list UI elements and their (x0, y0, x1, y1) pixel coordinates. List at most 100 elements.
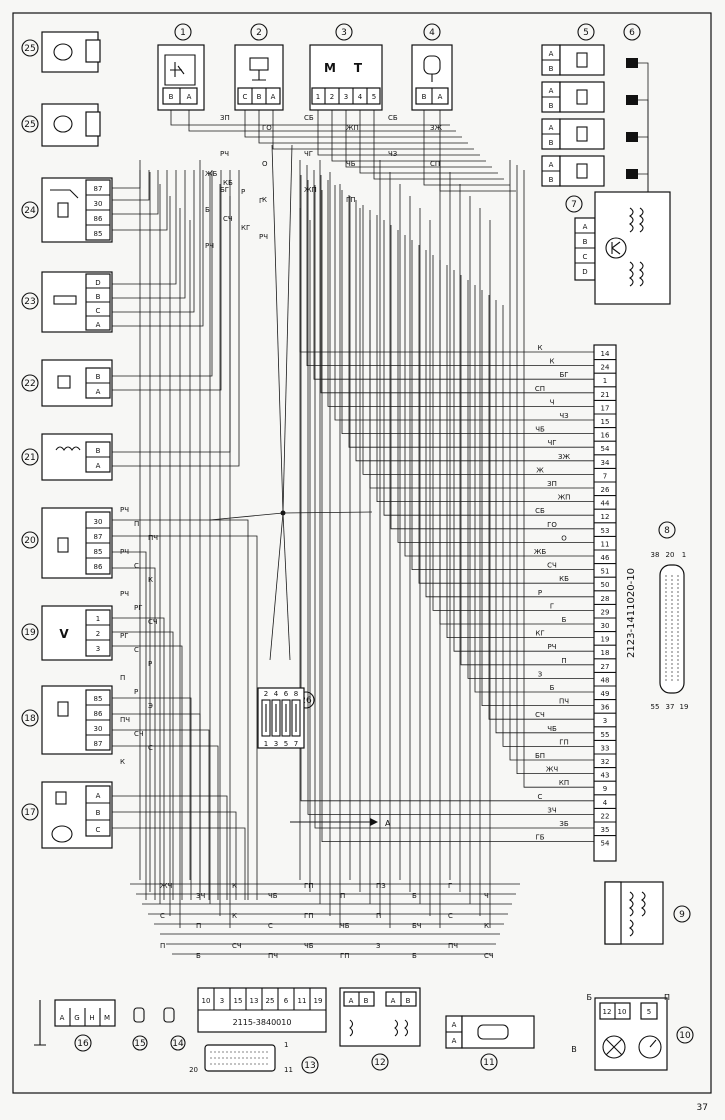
ecu-pin-label: 36 (601, 704, 610, 712)
top-wire (258, 104, 468, 144)
fuse-pin-label: 2 (264, 690, 268, 698)
ecu-pin-label: 51 (601, 568, 610, 576)
svg-text:2: 2 (330, 93, 334, 101)
ecu-pin-label: 34 (601, 459, 610, 467)
svg-text:87: 87 (94, 185, 103, 193)
component-15: 15 (132, 1007, 148, 1051)
wire-color-label: ЖЧ (546, 766, 559, 774)
ecu-pin-label: 53 (601, 527, 610, 535)
svg-text:В: В (96, 809, 101, 817)
wire-color-label: РЧ (120, 506, 129, 514)
svg-text:7: 7 (571, 200, 577, 210)
wire-color-label: ЖП (558, 494, 571, 502)
wire-harness: ККБГСПЧЧЗЧБЧГЗЖЖЗПЖПСБГООЖБСЧКБРГБКГРЧПЗ… (112, 104, 594, 960)
svg-text:24: 24 (24, 206, 36, 216)
wire-color-label: К (232, 912, 237, 920)
svg-text:1: 1 (284, 1041, 288, 1049)
wire-color-label: Б (550, 684, 555, 692)
component-17: 17 А В С (21, 781, 113, 849)
left-wire (112, 170, 195, 313)
wire-color-label: С (148, 744, 153, 752)
ecu-wire (432, 255, 594, 611)
ecu-pin-label: 28 (601, 595, 610, 603)
ecu-wire (481, 290, 594, 706)
svg-text:A: A (60, 1014, 65, 1022)
svg-text:18: 18 (24, 714, 36, 724)
wire-color-label: БЧ (412, 922, 422, 930)
relay-block-pin-label: 19 (314, 997, 323, 1005)
wire-color-label: СЧ (148, 618, 158, 626)
injector-pin-label: А (549, 87, 554, 95)
svg-text:А: А (349, 997, 354, 1005)
splice-wire (269, 512, 284, 661)
wire-color-label: СЧ (535, 711, 545, 719)
splice-wire (282, 511, 373, 514)
component-16: 16 A G H M (34, 999, 116, 1052)
wire-color-label: Б (205, 206, 210, 214)
wire-color-label: СЧ (223, 215, 233, 223)
left-wire (112, 170, 240, 467)
ecu-wire (307, 180, 594, 815)
component-24-relay: 24 87 30 86 85 (21, 177, 113, 243)
ecu-wire (467, 280, 594, 679)
ecu-pin-label: 54 (601, 445, 610, 453)
wire-color-label: ГП (304, 882, 314, 890)
injector-pin-label: А (549, 124, 554, 132)
left-wire (112, 170, 186, 299)
svg-text:85: 85 (94, 548, 103, 556)
top-wire (170, 104, 450, 126)
wire-color-label: ЧБ (340, 922, 350, 930)
ecu-wire (488, 295, 594, 720)
ecu-pin-label: 11 (601, 540, 610, 548)
top-wire (423, 104, 510, 186)
component-14: 14 (163, 1007, 186, 1051)
wire-color-label: К (550, 358, 555, 366)
ecu-wire (321, 190, 594, 842)
wire-color-label: РЧ (220, 150, 229, 158)
svg-text:П: П (664, 993, 670, 1002)
ecu-pin-label: 7 (603, 472, 607, 480)
wire-color-label: ЗЖ (558, 453, 570, 461)
wire-color-label: Б (562, 616, 567, 624)
wire-color-label: КБ (223, 179, 233, 187)
ecu-pin-label: 33 (601, 744, 610, 752)
wire-color-label: К (120, 758, 125, 766)
wire-color-label: КБ (559, 575, 569, 583)
wire-color-label: СБ (388, 114, 398, 122)
svg-text:H: H (89, 1014, 94, 1022)
svg-text:30: 30 (94, 725, 103, 733)
left-wire (112, 551, 147, 900)
component-18-relay: 18 85 86 30 87 (21, 685, 113, 755)
fuse-pin-label: 7 (294, 740, 298, 748)
svg-text:86: 86 (94, 563, 103, 571)
left-wire (112, 745, 219, 900)
svg-text:30: 30 (94, 518, 103, 526)
left-wire (112, 827, 246, 900)
wire-color-label: ЧЗ (388, 150, 398, 158)
ecu-pin-label: 50 (601, 581, 610, 589)
svg-text:В: В (96, 447, 101, 455)
svg-text:3: 3 (344, 93, 348, 101)
wire-color-label: ПЧ (268, 952, 278, 960)
svg-text:5: 5 (583, 28, 589, 38)
relay-block-pin-label: 15 (234, 997, 243, 1005)
ecu-pin-label: 54 (601, 840, 610, 848)
ecu-wire (390, 225, 594, 530)
svg-text:А: А (583, 223, 588, 231)
svg-text:23: 23 (24, 297, 35, 307)
relay-block-pin-label: 11 (298, 997, 307, 1005)
splice-wire (282, 512, 291, 661)
left-wire (112, 631, 174, 900)
svg-text:87: 87 (94, 740, 103, 748)
wire-color-label: РГ (120, 632, 129, 640)
fuse-pin-label: 3 (274, 740, 278, 748)
left-wire (112, 170, 168, 231)
wire-color-label: Б (412, 892, 417, 900)
left-wire (112, 713, 201, 900)
svg-text:30: 30 (94, 200, 103, 208)
wire-color-label: ЧЗ (559, 412, 569, 420)
wire-color-label: П (340, 892, 345, 900)
